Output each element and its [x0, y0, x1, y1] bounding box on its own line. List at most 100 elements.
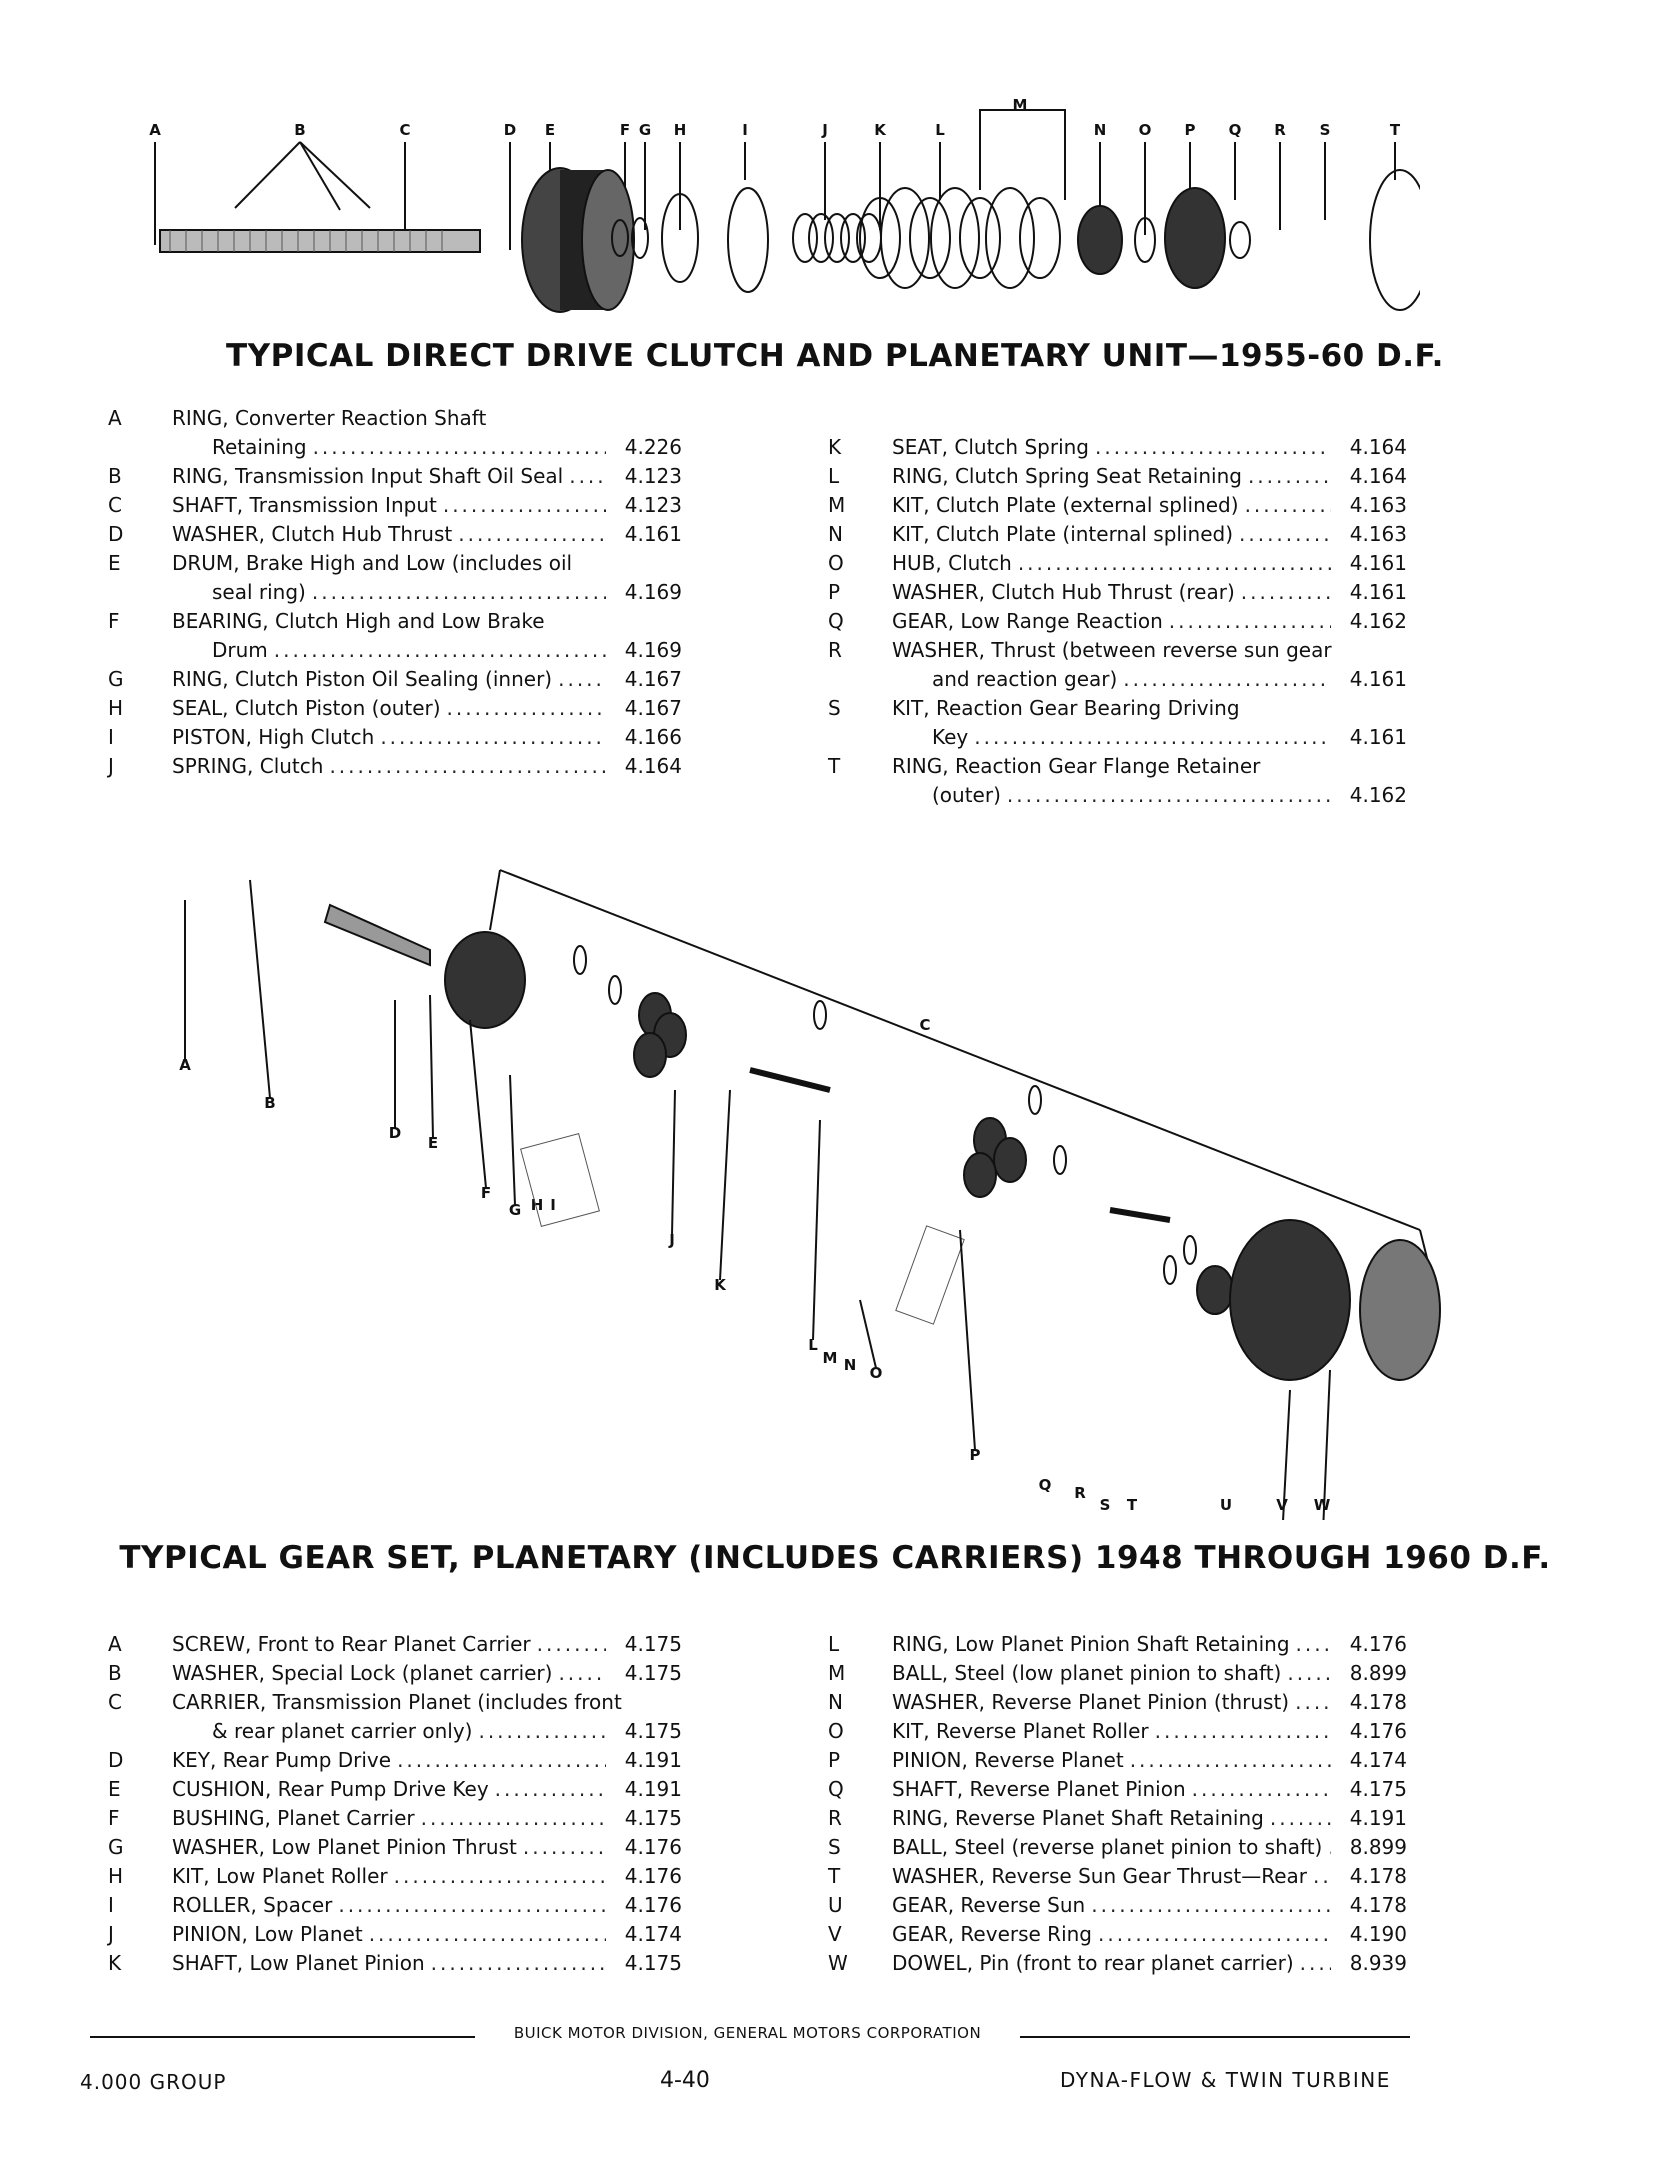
- callout-letter: F: [481, 1184, 491, 1202]
- leader-dots: [369, 1920, 606, 1949]
- part-group-number: 4.161: [624, 522, 682, 546]
- part-group-number: 4.191: [1349, 1806, 1407, 1830]
- part-group-number: 4.166: [624, 725, 682, 749]
- part-description: BALL, Steel (reverse planet pinion to sh…: [892, 1835, 1323, 1859]
- part-letter: Q: [828, 609, 844, 633]
- callout-letter: E: [545, 121, 555, 139]
- part-letter: M: [828, 1661, 846, 1685]
- part-letter: C: [108, 1690, 122, 1714]
- part-letter: A: [108, 406, 122, 430]
- leader-line: [249, 879, 271, 1099]
- part-group-number: 4.161: [1349, 667, 1407, 691]
- callout-letter: N: [844, 1356, 857, 1374]
- part-letter: R: [828, 1806, 842, 1830]
- part-letter: I: [108, 725, 114, 749]
- leader-dots: [313, 433, 606, 462]
- callout-letter: K: [874, 121, 887, 139]
- part-letter: P: [828, 580, 841, 604]
- callout-letter: N: [1094, 121, 1107, 139]
- section-title-gearset: TYPICAL GEAR SET, PLANETARY (INCLUDES CA…: [119, 1540, 1551, 1576]
- shaft-shape: [323, 903, 431, 967]
- part-group-number: 4.178: [1349, 1864, 1407, 1888]
- leader-line: [469, 1019, 487, 1189]
- part-description: (outer): [932, 783, 1001, 807]
- part-letter: O: [828, 1719, 844, 1743]
- part-description: PINION, Low Planet: [172, 1922, 363, 1946]
- part-group-number: 8.939: [1349, 1951, 1407, 1975]
- part-letter: M: [828, 493, 846, 517]
- part-description: RING, Reaction Gear Flange Retainer: [892, 754, 1261, 778]
- part-description: Drum: [212, 638, 268, 662]
- leader-dots: [569, 462, 606, 491]
- callout-letter: M: [1013, 96, 1028, 114]
- part-letter: P: [828, 1748, 841, 1772]
- part-letter: S: [828, 1835, 841, 1859]
- leader-dots: [537, 1630, 606, 1659]
- carrier-line: [499, 869, 1421, 1231]
- callout-letter: B: [264, 1094, 275, 1112]
- pinion-shape: [963, 1152, 997, 1198]
- part-letter: R: [828, 638, 842, 662]
- callout-letter: I: [742, 121, 748, 139]
- part-letter: A: [108, 1632, 122, 1656]
- part-description: HUB, Clutch: [892, 551, 1012, 575]
- washer-shape: [1229, 221, 1251, 259]
- part-description: RING, Reverse Planet Shaft Retaining: [892, 1806, 1264, 1830]
- callout-letter: P: [970, 1446, 981, 1464]
- part-description: WASHER, Reverse Planet Pinion (thrust): [892, 1690, 1290, 1714]
- part-letter: L: [828, 1632, 840, 1656]
- spring-shape: [792, 213, 818, 263]
- pinion-shaft-shape: [1109, 1207, 1171, 1223]
- leader-dots: [274, 636, 606, 665]
- part-description: SCREW, Front to Rear Planet Carrier: [172, 1632, 531, 1656]
- clutch-plate-shape: [1019, 197, 1061, 279]
- spring-shape: [808, 213, 834, 263]
- leader-dots: [380, 723, 606, 752]
- part-description: DRUM, Brake High and Low (includes oil: [172, 551, 573, 575]
- part-group-number: 4.123: [624, 464, 682, 488]
- leader-line: [509, 1074, 516, 1206]
- part-letter: B: [108, 1661, 122, 1685]
- callout-letter: Q: [1229, 121, 1242, 139]
- leader-dots: [558, 1659, 606, 1688]
- part-letter: E: [108, 1777, 121, 1801]
- part-group-number: 4.176: [624, 1864, 682, 1888]
- leader-dots: [1155, 1717, 1331, 1746]
- leader-line: [719, 1089, 731, 1281]
- part-description: PISTON, High Clutch: [172, 725, 375, 749]
- part-group-number: 4.175: [624, 1806, 682, 1830]
- part-description: PINION, Reverse Planet: [892, 1748, 1124, 1772]
- leader-dots: [1248, 462, 1331, 491]
- part-letter: K: [108, 1951, 122, 1975]
- leader-dots: [478, 1717, 606, 1746]
- leader-dots: [397, 1746, 606, 1775]
- ring-shape: [611, 219, 629, 257]
- part-letter: E: [108, 551, 121, 575]
- leader-dots: [495, 1775, 606, 1804]
- part-description: Key: [932, 725, 969, 749]
- part-letter: T: [828, 1864, 841, 1888]
- callout-letter: A: [179, 1056, 191, 1074]
- part-group-number: 4.123: [624, 493, 682, 517]
- part-letter: J: [108, 1922, 114, 1946]
- clutch-plate-shape: [880, 187, 930, 289]
- leader-dots: [338, 1891, 606, 1920]
- pinion-shaft-shape: [749, 1067, 831, 1093]
- clutch-plate-shape: [930, 187, 980, 289]
- part-group-number: 4.175: [1349, 1777, 1407, 1801]
- part-description: SEAT, Clutch Spring: [892, 435, 1090, 459]
- part-group-number: 4.161: [1349, 725, 1407, 749]
- washer-shape: [573, 945, 587, 975]
- part-group-number: 4.174: [1349, 1748, 1407, 1772]
